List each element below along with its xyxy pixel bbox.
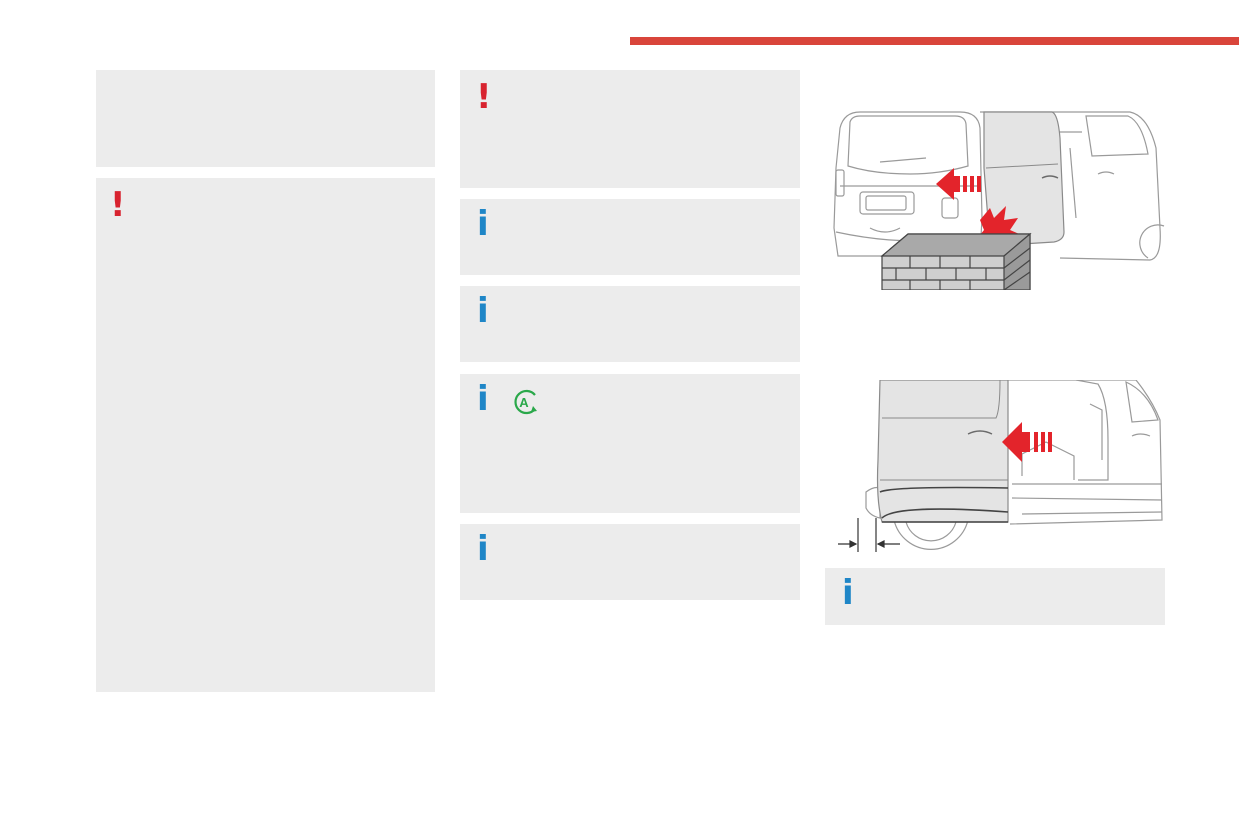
info-box-4: i [460, 524, 800, 600]
info-icon: i [842, 573, 854, 613]
info-box-5: i [825, 568, 1165, 625]
red-arrow-icon [1002, 422, 1052, 462]
note-box-1 [96, 70, 435, 167]
svg-text:A: A [519, 395, 529, 410]
warning-icon: ! [110, 185, 126, 225]
info-icon: i [477, 529, 489, 569]
info-icon: i [477, 204, 489, 244]
warning-icon: ! [476, 77, 492, 117]
warning-box-1: ! [96, 178, 435, 692]
info-box-2: i [460, 286, 800, 362]
header-accent-bar [630, 37, 1239, 45]
info-box-3: i A [460, 374, 800, 513]
illustration-door-obstacle [833, 111, 1165, 290]
info-icon: i [477, 291, 489, 331]
automatic-mode-icon: A [514, 389, 537, 415]
illustration-door-closing [838, 380, 1163, 552]
info-box-1: i [460, 199, 800, 275]
warning-box-2: ! [460, 70, 800, 188]
red-arrow-icon [936, 168, 981, 200]
info-icon: i [477, 379, 489, 419]
